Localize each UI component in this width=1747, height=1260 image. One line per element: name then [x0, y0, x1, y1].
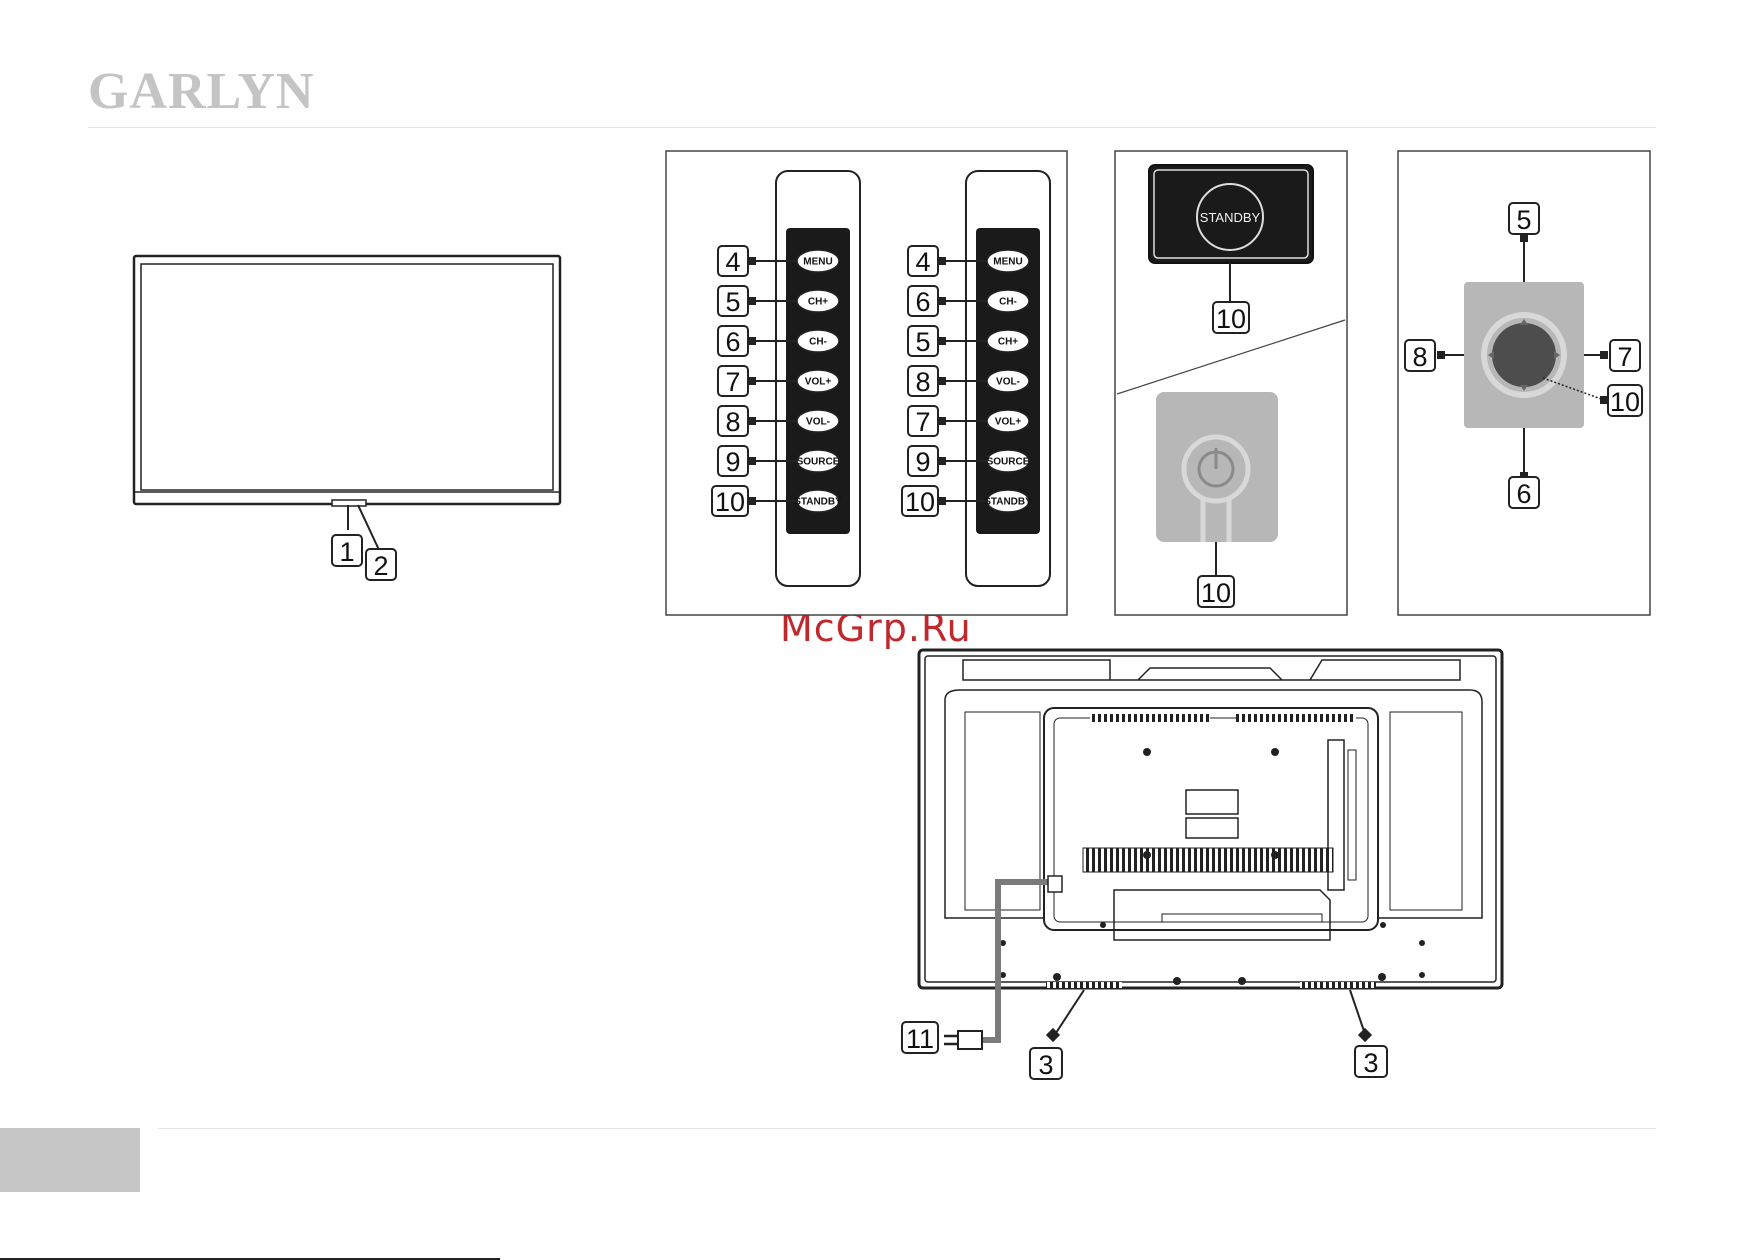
svg-text:9: 9 — [915, 447, 930, 477]
callout-joystick-center: 10 — [1608, 385, 1642, 417]
svg-text:5: 5 — [725, 287, 740, 317]
callout-7: 7 — [908, 406, 938, 437]
callout-1: 1 — [332, 535, 362, 567]
svg-text:6: 6 — [915, 287, 930, 317]
callout-7: 7 — [718, 366, 748, 397]
button-label: VOL+ — [995, 417, 1022, 428]
standby-label: STANDBY — [1200, 210, 1261, 225]
callout-standby-top: 10 — [1213, 302, 1249, 334]
svg-text:11: 11 — [906, 1024, 934, 1054]
svg-text:3: 3 — [1038, 1050, 1053, 1080]
power-plug-icon — [944, 1031, 982, 1049]
callout-6: 6 — [718, 326, 748, 357]
svg-text:8: 8 — [1412, 342, 1427, 372]
svg-text:6: 6 — [725, 327, 740, 357]
svg-text:9: 9 — [725, 447, 740, 477]
tv-rear-view: 11 3 3 — [902, 650, 1502, 1080]
svg-text:2: 2 — [373, 551, 388, 581]
callout-10: 10 — [902, 486, 938, 517]
svg-text:7: 7 — [1617, 342, 1632, 372]
callout-joystick-left: 8 — [1405, 340, 1435, 372]
callout-joystick-down: 6 — [1509, 477, 1539, 509]
button-label: STANDBY — [794, 497, 842, 508]
svg-text:10: 10 — [1216, 304, 1246, 334]
button-label: CH- — [809, 337, 827, 348]
svg-text:5: 5 — [1516, 205, 1531, 235]
button-label: CH- — [999, 297, 1017, 308]
callout-speaker-right: 3 — [1355, 1046, 1387, 1078]
callout-5: 5 — [908, 326, 938, 357]
standby-panel-box: STANDBY 10 10 — [1115, 151, 1347, 615]
callout-9: 9 — [718, 446, 748, 477]
svg-text:3: 3 — [1363, 1048, 1378, 1078]
button-label: CH+ — [998, 337, 1018, 348]
svg-text:8: 8 — [725, 407, 740, 437]
svg-text:8: 8 — [915, 367, 930, 397]
svg-text:10: 10 — [715, 487, 745, 517]
callout-5: 5 — [718, 286, 748, 317]
callout-standby-bottom: 10 — [1198, 576, 1234, 608]
svg-text:1: 1 — [339, 537, 354, 567]
svg-text:7: 7 — [915, 407, 930, 437]
callout-power-cord: 11 — [902, 1022, 938, 1054]
svg-text:4: 4 — [915, 247, 930, 277]
button-label: MENU — [993, 257, 1022, 268]
callout-4: 4 — [908, 246, 938, 277]
callout-6: 6 — [908, 286, 938, 317]
button-label: CH+ — [808, 297, 828, 308]
callout-10: 10 — [712, 486, 748, 517]
svg-text:10: 10 — [905, 487, 935, 517]
button-label: STANDBY — [984, 497, 1032, 508]
button-label: VOL- — [996, 377, 1020, 388]
button-label: MENU — [803, 257, 832, 268]
button-label: VOL- — [806, 417, 830, 428]
joystick-panel-box: 5 6 8 7 10 — [1398, 151, 1650, 615]
callout-joystick-up: 5 — [1509, 203, 1539, 235]
callout-joystick-right: 7 — [1610, 340, 1640, 372]
callout-9: 9 — [908, 446, 938, 477]
svg-text:5: 5 — [915, 327, 930, 357]
svg-text:10: 10 — [1610, 387, 1640, 417]
callout-speaker-left: 3 — [1030, 1048, 1062, 1080]
button-label: VOL+ — [805, 377, 832, 388]
tv-front-view: 1 2 — [134, 256, 560, 581]
callout-2: 2 — [366, 549, 396, 581]
svg-text:7: 7 — [725, 367, 740, 397]
callout-8: 8 — [718, 406, 748, 437]
svg-text:4: 4 — [725, 247, 740, 277]
button-label: SOURCE — [987, 457, 1030, 468]
callout-4: 4 — [718, 246, 748, 277]
svg-text:6: 6 — [1516, 479, 1531, 509]
callout-8: 8 — [908, 366, 938, 397]
button-label: SOURCE — [797, 457, 840, 468]
svg-text:10: 10 — [1201, 578, 1231, 608]
